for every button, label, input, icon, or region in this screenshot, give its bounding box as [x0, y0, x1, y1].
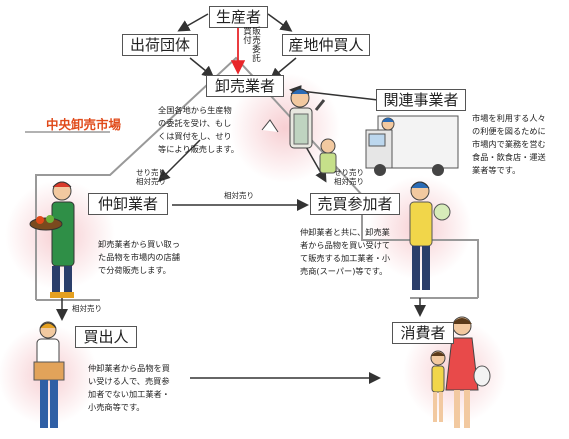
market-label: 中央卸売市場 [46, 117, 122, 132]
desc-related-business: 市場を利用する人々 の利便を図るために 市場内で業務を営む 食品・飲食店・運送 … [472, 112, 567, 177]
desc-line: て販売する加工業者・小 [300, 253, 391, 263]
consumer-figure [430, 316, 491, 428]
edge-label-auction-right-1: せり売り [334, 168, 364, 177]
participant-figure [409, 181, 451, 290]
desc-line: 仲卸業者と共に、卸売業 [300, 227, 390, 237]
node-intermediate-wholesaler-label: 仲卸業者 [97, 195, 158, 213]
desc-line: くは買付をし、せり [158, 131, 232, 141]
edge-label-mid-negotiated: 相対売り [224, 191, 254, 200]
node-intermediate-wholesaler: 仲卸業者 [88, 193, 168, 215]
desc-line: た品物を市場内の店舗 [98, 252, 180, 262]
desc-line: 卸売業者から買い取っ [98, 239, 180, 249]
desc-line: 全国各地から生産物 [158, 105, 232, 115]
desc-line: 売商(スーパー)等です。 [300, 266, 388, 276]
desc-line: 業者等です。 [472, 165, 521, 175]
node-related-business-label: 関連事業者 [383, 91, 459, 109]
desc-line: い受ける人で、売買参 [88, 376, 170, 386]
edge-label-consign: 販売委託 [252, 27, 261, 64]
desc-line: 者から品物を買い受けて [300, 240, 391, 250]
desc-line: の委託を受け、もし [158, 118, 232, 128]
blush-wholesaler [230, 73, 340, 183]
edge-label-left-negotiated: 相対売り [72, 304, 102, 313]
desc-line: 市場内で業務を営む [472, 139, 546, 149]
desc-wholesaler: 全国各地から生産物 の委託を受け、もし くは買付をし、せり 等により販売します。 [158, 104, 253, 156]
node-trade-participant-label: 売買参加者 [317, 195, 393, 213]
intermediate-figure [29, 181, 75, 298]
desc-intermediate-wholesaler: 卸売業者から買い取っ た品物を市場内の店舗 で分荷販売します。 [98, 238, 208, 277]
node-related-business: 関連事業者 [376, 89, 466, 111]
desc-line: 仲卸業者から品物を買 [88, 363, 170, 373]
edge-label-purchase: 買付 [243, 27, 252, 46]
node-wholesaler-label: 卸売業者 [214, 77, 275, 95]
node-wholesaler: 卸売業者 [206, 75, 284, 97]
desc-line: 加者でない加工業者・ [88, 389, 170, 399]
edge-label-auction-left-1: せり売り [136, 168, 166, 177]
node-producer-label: 生産者 [215, 8, 261, 26]
small-figure [319, 138, 337, 174]
desc-line: 小売商等です。 [88, 402, 145, 412]
node-shipping-group: 出荷団体 [122, 34, 198, 56]
node-consumer-label: 消費者 [400, 324, 446, 342]
node-retail-buyer-label: 買出人 [83, 328, 129, 346]
node-local-buyer-label: 産地仲買人 [288, 36, 364, 54]
desc-trade-participant: 仲卸業者と共に、卸売業 者から品物を買い受けて て販売する加工業者・小 売商(ス… [300, 226, 410, 278]
desc-line: 等により販売します。 [158, 144, 239, 154]
node-producer: 生産者 [209, 6, 268, 28]
edge-label-auction-right-2: 相対売り [334, 177, 364, 186]
edge-label-auction-left-2: 相対売り [136, 177, 166, 186]
desc-retail-buyer: 仲卸業者から品物を買 い受ける人で、売買参 加者でない加工業者・ 小売商等です。 [88, 362, 193, 414]
wholesaler-figure [261, 88, 326, 149]
node-retail-buyer: 買出人 [75, 326, 137, 348]
desc-line: の利便を図るために [472, 126, 546, 136]
desc-line: 食品・飲食店・運送 [472, 152, 546, 162]
truck-illustration [365, 115, 459, 176]
desc-line: で分荷販売します。 [98, 265, 171, 275]
node-local-buyer: 産地仲買人 [282, 34, 370, 56]
node-consumer: 消費者 [392, 322, 454, 344]
node-shipping-group-label: 出荷団体 [129, 36, 190, 54]
node-trade-participant: 売買参加者 [310, 193, 400, 215]
buyer-figure [33, 321, 65, 428]
desc-line: 市場を利用する人々 [472, 113, 546, 123]
